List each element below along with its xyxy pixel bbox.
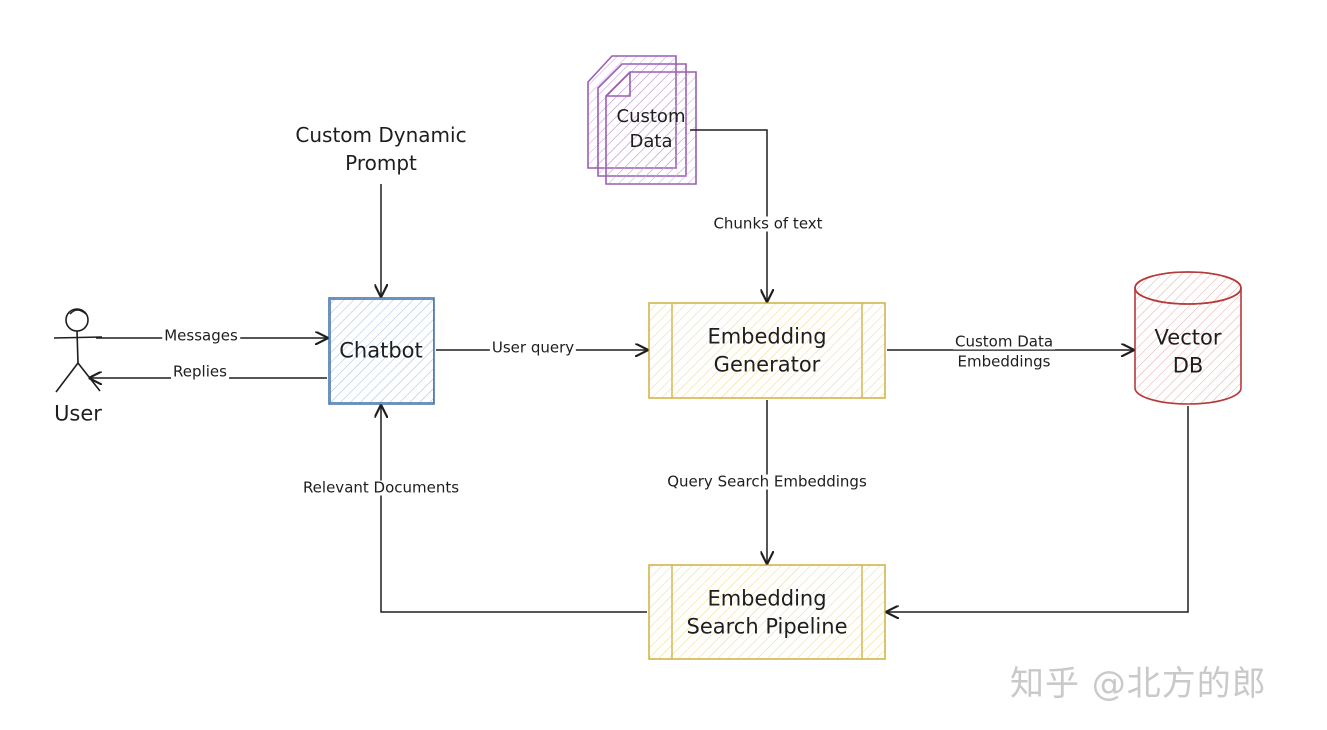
edges (90, 129, 1189, 613)
user-label: User (54, 401, 102, 426)
edge-label-query-search-embeddings: Query Search Embeddings (665, 472, 869, 491)
custom-prompt-label-line2: Prompt (345, 151, 417, 175)
vector-db-cylinder-icon (1134, 271, 1242, 405)
vector-db-label-line1: Vector (1154, 325, 1222, 350)
custom-data-label-line2: Data (629, 131, 673, 152)
chatbot-label: Chatbot (339, 338, 423, 363)
custom-data-documents-stack-icon (587, 55, 697, 185)
user-stick-figure-icon (53, 308, 103, 393)
embedding-search-pipeline-node (648, 564, 886, 660)
edge-label-chunks-of-text: Chunks of text (711, 214, 825, 233)
custom-data-label-line1: Custom (616, 106, 686, 127)
search-pipeline-label-line2: Search Pipeline (686, 614, 848, 639)
edge-chunks-of-text (690, 129, 767, 301)
edge-relevant-documents (381, 406, 647, 613)
edge-label-custom-data-embeddings-1: Custom Data (952, 332, 1056, 351)
edge-label-messages: Messages (162, 326, 240, 345)
edge-label-user-query: User query (489, 338, 577, 357)
watermark-text: 知乎 @北方的郎 (1010, 664, 1267, 704)
embedding-generator-label-line2: Generator (713, 352, 821, 377)
edge-label-custom-data-embeddings-2: Embeddings (955, 352, 1053, 371)
search-pipeline-label-line1: Embedding (707, 586, 827, 611)
vector-db-label-line2: DB (1172, 353, 1204, 378)
embedding-generator-label-line1: Embedding (707, 324, 827, 349)
custom-prompt-label-line1: Custom Dynamic (295, 123, 467, 147)
chatbot-node (328, 297, 435, 405)
edge-label-replies: Replies (171, 362, 229, 381)
embedding-generator-node (648, 302, 886, 399)
edge-label-relevant-documents: Relevant Documents (300, 478, 462, 497)
edge-vectordb-to-pipeline (887, 406, 1189, 612)
